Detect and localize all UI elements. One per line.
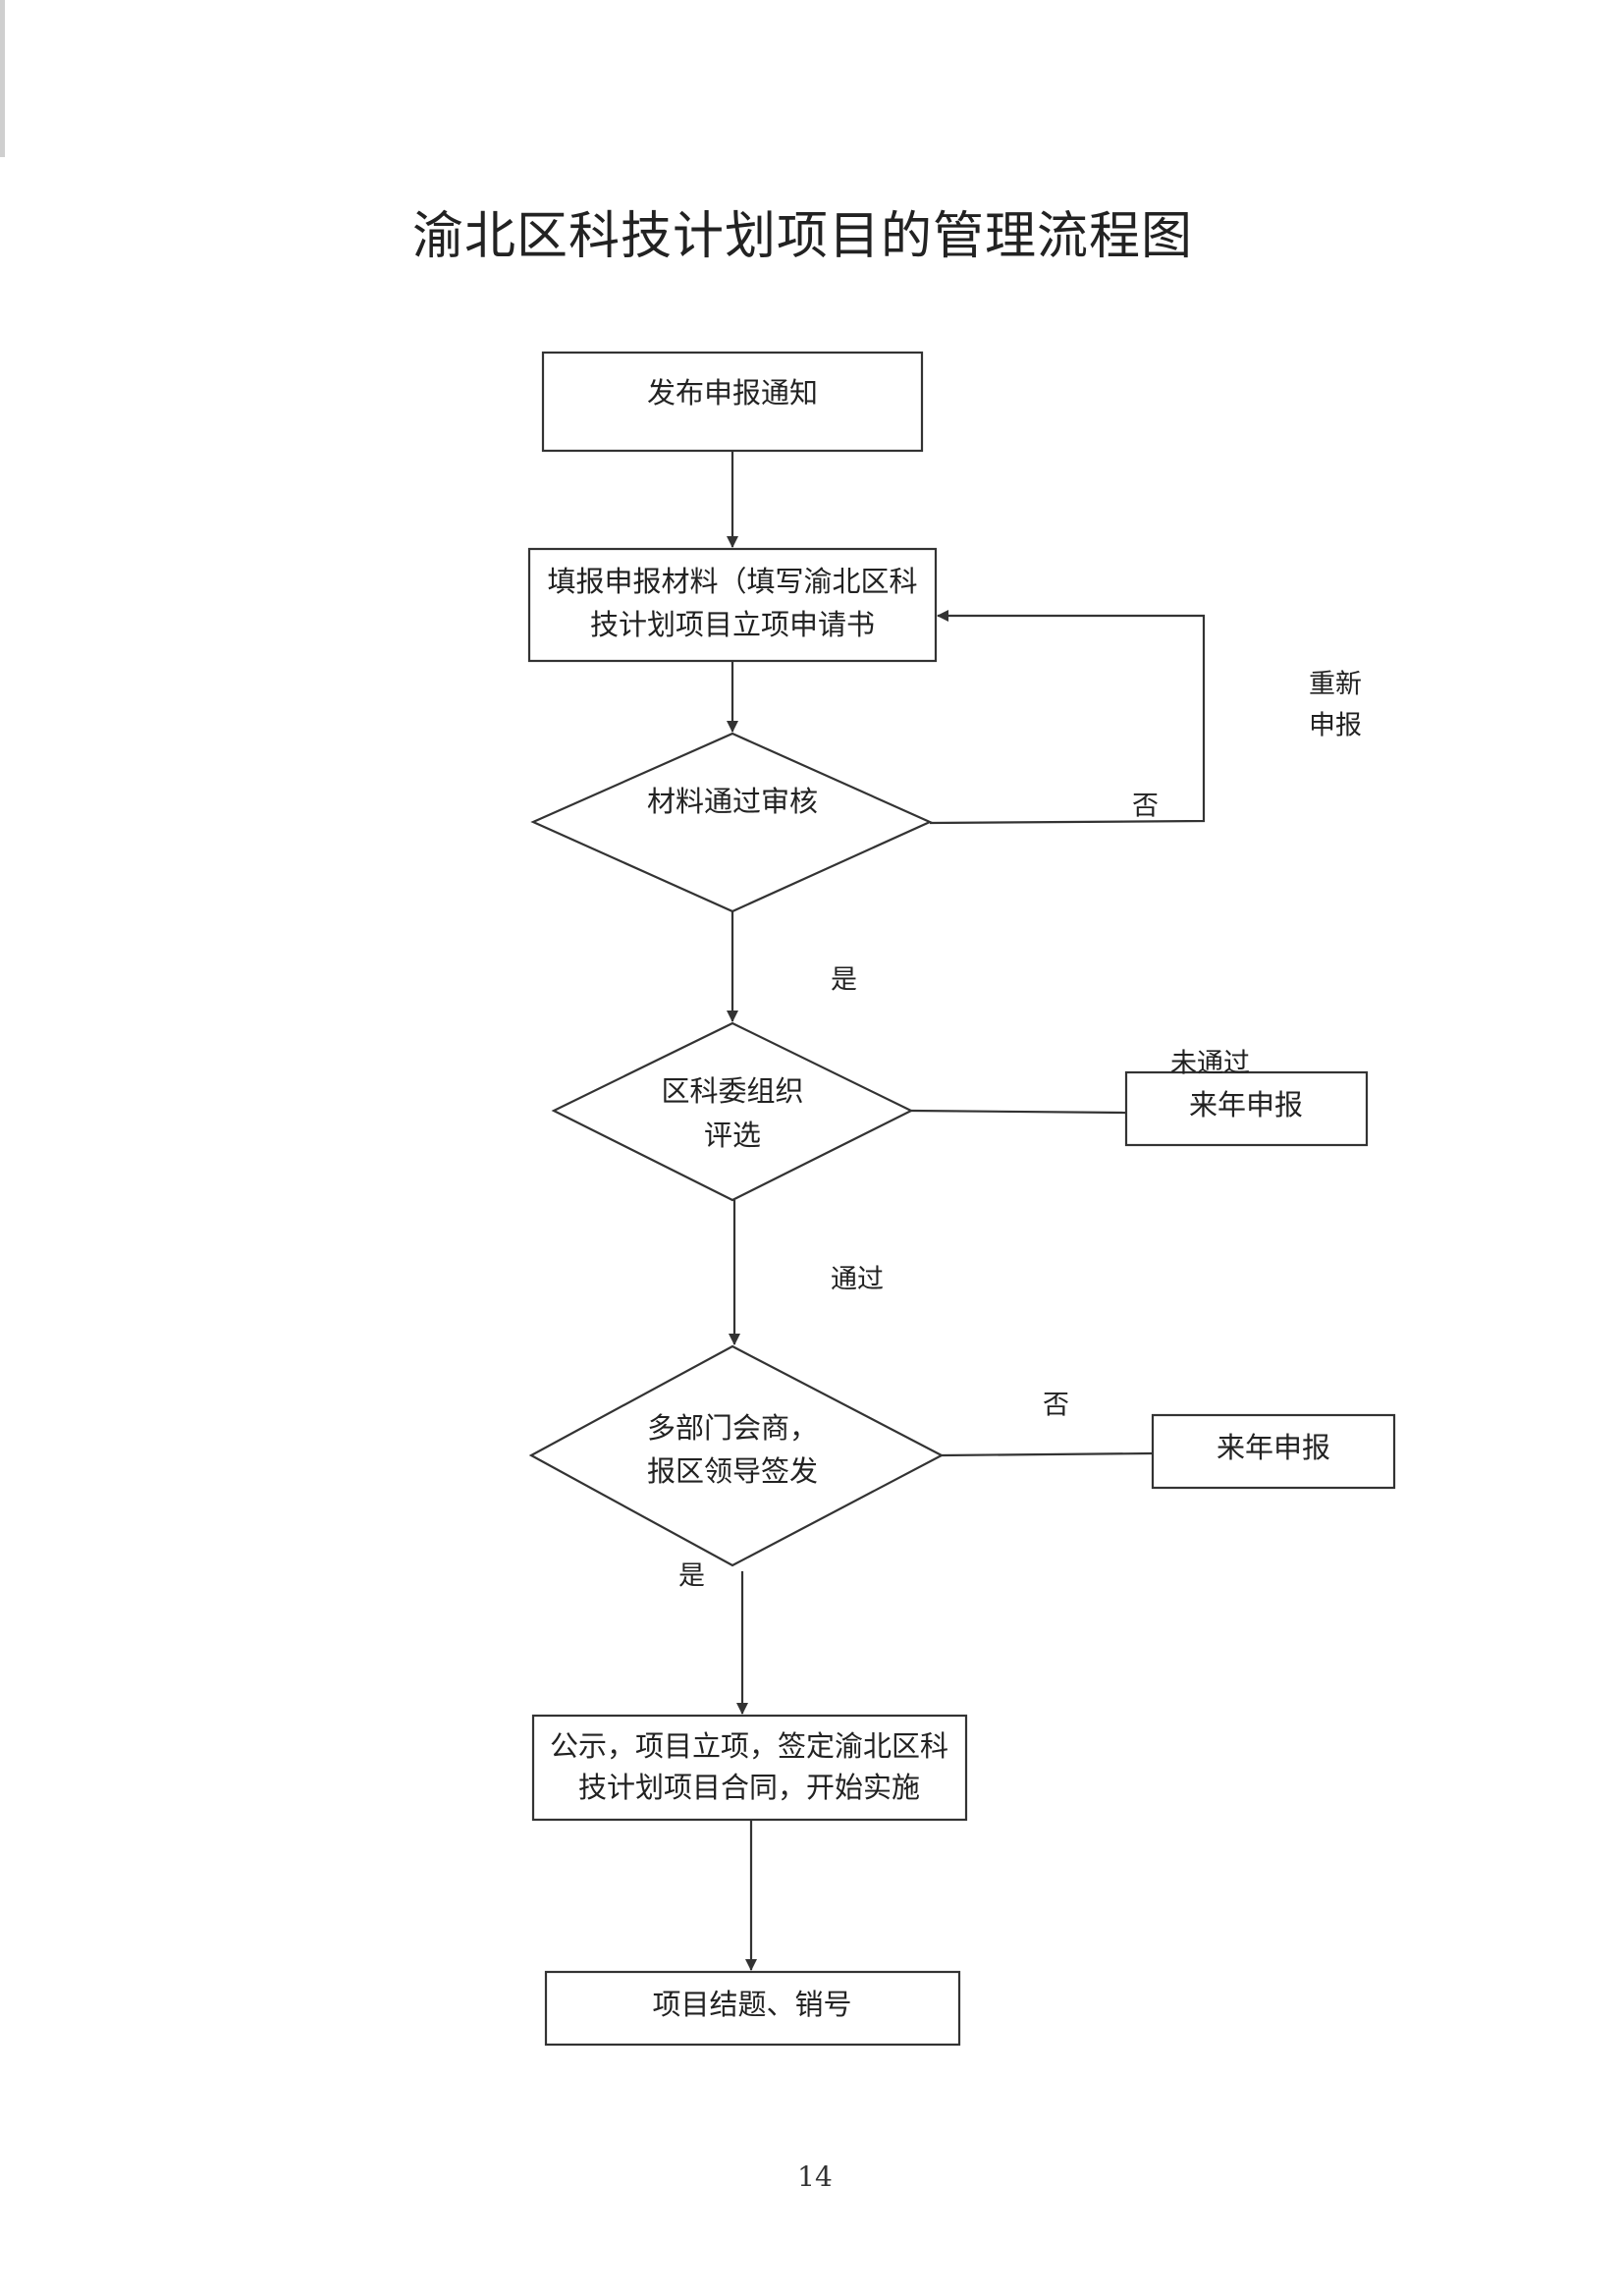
scan-edge-mark <box>0 0 5 157</box>
decision-committee-selection: 区科委组织 评选 <box>551 1021 914 1202</box>
edges <box>727 451 1206 1971</box>
node-publish-notice: 发布申报通知 <box>541 351 924 453</box>
edge-consult-no-to-next-year <box>941 1451 1154 1457</box>
edge-review-no-loop <box>929 610 1206 825</box>
node-approve-implement: 公示，项目立项，签定渝北区科 技计划项目合同，开始实施 <box>531 1714 968 1822</box>
label-select-pass: 通过 <box>831 1265 884 1295</box>
node-next-year-apply-2-text: 来年申报 <box>1217 1431 1330 1464</box>
decision-committee-selection-line-2: 评选 <box>704 1119 761 1152</box>
page-number: 14 <box>797 2160 833 2193</box>
label-review-yes: 是 <box>831 965 857 996</box>
node-fill-application-line-1: 填报申报材料（填写渝北区科 <box>547 565 917 598</box>
label-review-no: 否 <box>1132 792 1159 822</box>
decision-material-review: 材料通过审核 <box>530 732 933 913</box>
node-fill-application-line-2: 技计划项目立项申请书 <box>590 608 875 641</box>
node-fill-application: 填报申报材料（填写渝北区科 技计划项目立项申请书 <box>527 547 938 663</box>
label-consult-yes: 是 <box>678 1561 705 1592</box>
label-select-fail: 未通过 <box>1170 1049 1250 1079</box>
node-project-closure-text: 项目结题、销号 <box>652 1988 851 2021</box>
decision-multi-dept-consult-line-1: 多部门会商， <box>647 1411 818 1445</box>
node-project-closure: 项目结题、销号 <box>544 1970 961 2047</box>
edge-select-fail-to-next-year <box>910 1109 1127 1115</box>
label-reapply-line-2: 申报 <box>1309 711 1362 741</box>
label-reapply-line-1: 重新 <box>1309 670 1362 700</box>
node-publish-notice-line-1: 发布申报通知 <box>647 376 818 410</box>
decision-material-review-text: 材料通过审核 <box>647 785 818 818</box>
decision-multi-dept-consult-line-2: 报区领导签发 <box>647 1454 818 1488</box>
node-next-year-apply-2: 来年申报 <box>1151 1413 1396 1490</box>
node-next-year-apply-1: 来年申报 <box>1124 1070 1369 1147</box>
decision-committee-selection-line-1: 区科委组织 <box>661 1074 803 1108</box>
node-next-year-apply-1-text: 来年申报 <box>1189 1088 1303 1121</box>
node-approve-implement-line-2: 技计划项目合同，开始实施 <box>578 1771 920 1804</box>
page-title: 渝北区科技计划项目的管理流程图 <box>412 207 1194 266</box>
label-consult-no: 否 <box>1043 1391 1069 1421</box>
node-approve-implement-line-1: 公示，项目立项，签定渝北区科 <box>550 1729 948 1763</box>
decision-multi-dept-consult: 多部门会商， 报区领导签发 <box>528 1344 945 1567</box>
